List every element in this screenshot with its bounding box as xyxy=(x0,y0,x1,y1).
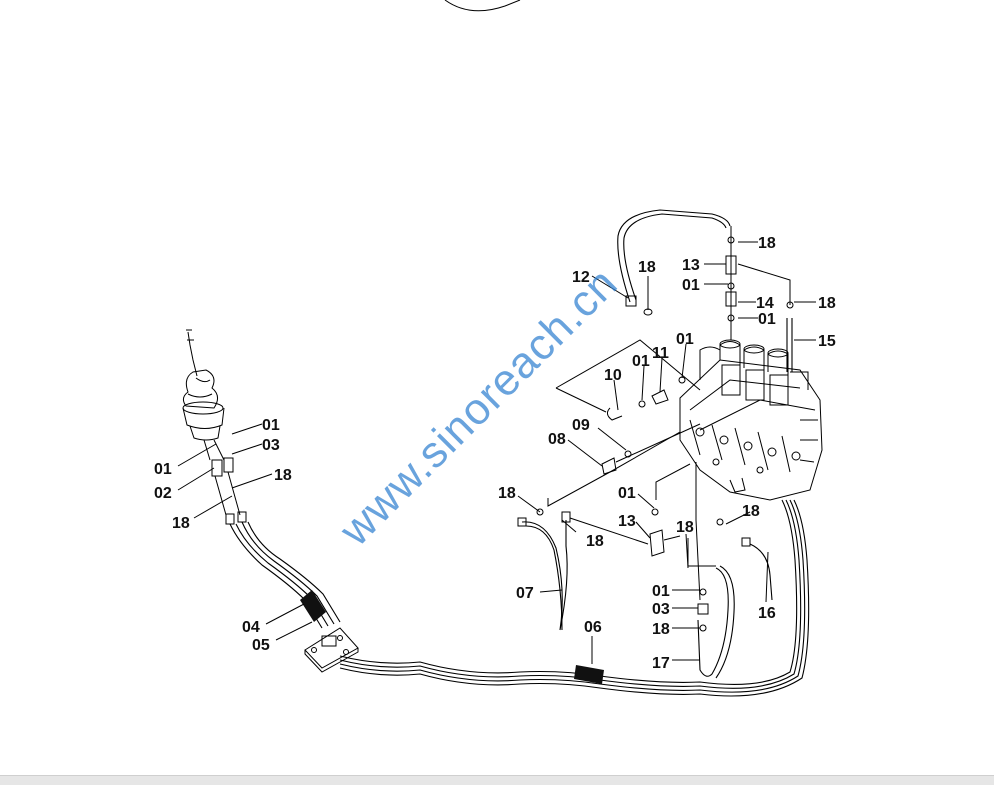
label-18: 18 xyxy=(652,621,670,638)
label-13: 13 xyxy=(618,513,636,530)
bottom-scrollbar[interactable] xyxy=(0,775,994,785)
label-06: 06 xyxy=(584,619,602,636)
pilot-joystick xyxy=(182,329,247,525)
label-18: 18 xyxy=(758,235,776,252)
label-02: 02 xyxy=(154,485,172,502)
label-07: 07 xyxy=(516,585,534,602)
label-18: 18 xyxy=(586,533,604,550)
long-hose-bundle-06 xyxy=(339,499,810,697)
pilot-hose-bundle xyxy=(229,521,341,629)
hose-sleeve-04 xyxy=(300,590,326,622)
label-11: 11 xyxy=(652,345,669,362)
label-15: 15 xyxy=(818,333,836,350)
leader-lines xyxy=(177,241,816,664)
label-18: 18 xyxy=(818,295,836,312)
part-labels: 01 02 01 03 18 18 04 05 06 07 08 09 10 0… xyxy=(154,235,836,672)
label-16: 16 xyxy=(758,605,776,622)
label-08: 08 xyxy=(548,431,566,448)
upper-fitting-stack xyxy=(725,226,794,372)
label-01: 01 xyxy=(758,311,776,328)
lower-hose-07 xyxy=(517,431,681,631)
label-10: 10 xyxy=(604,367,622,384)
top-partial-outline xyxy=(444,0,521,12)
label-12: 12 xyxy=(572,269,590,286)
label-05: 05 xyxy=(252,637,270,654)
label-18: 18 xyxy=(172,515,190,532)
label-01: 01 xyxy=(154,461,172,478)
label-17: 17 xyxy=(652,655,670,672)
label-18: 18 xyxy=(676,519,694,536)
label-14: 14 xyxy=(756,295,774,312)
label-01: 01 xyxy=(676,331,694,348)
label-09: 09 xyxy=(572,417,590,434)
left-fittings xyxy=(555,339,701,475)
label-18: 18 xyxy=(274,467,292,484)
label-18: 18 xyxy=(498,485,516,502)
label-13: 13 xyxy=(682,257,700,274)
label-04: 04 xyxy=(242,619,260,636)
label-18: 18 xyxy=(742,503,760,520)
tee-and-hoses xyxy=(649,462,773,679)
label-01: 01 xyxy=(682,277,700,294)
label-01: 01 xyxy=(262,417,280,434)
label-01: 01 xyxy=(652,583,670,600)
label-01: 01 xyxy=(632,353,650,370)
control-valve-block xyxy=(679,339,823,501)
label-01: 01 xyxy=(618,485,636,502)
label-03: 03 xyxy=(262,437,280,454)
label-03: 03 xyxy=(652,601,670,618)
hose-sleeve-06 xyxy=(574,665,604,684)
label-18: 18 xyxy=(638,259,656,276)
watermark-text: www.sinoreach.cn xyxy=(330,258,627,555)
mounting-plate xyxy=(304,627,359,673)
upper-hose-loop xyxy=(617,209,731,316)
